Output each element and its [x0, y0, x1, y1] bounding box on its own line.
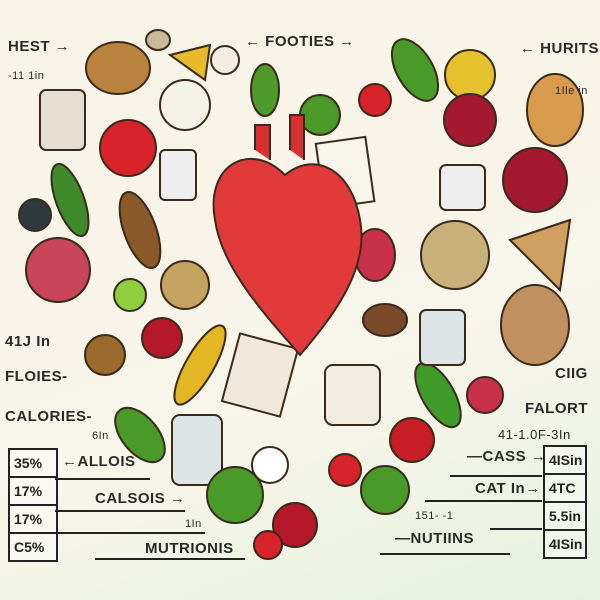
right-value-table: 4ISin 4TC 5.5in 4ISin: [543, 445, 587, 559]
label-allois: ←ALLOIS: [62, 453, 136, 470]
label-falort-sub: 41-1.0F-3In: [498, 427, 571, 442]
mushroom: [210, 45, 240, 75]
red-apple: [389, 417, 435, 463]
label-footies: ← FOOTIES →: [245, 33, 355, 50]
tomato: [253, 530, 283, 560]
label-calsois-sub: 1In: [185, 518, 202, 530]
broccoli-bottom: [206, 466, 264, 524]
pill-bottle: [159, 149, 197, 201]
table-cell: C5%: [14, 539, 45, 555]
label-calories-sub: 6In: [92, 430, 109, 442]
divider: [450, 475, 542, 477]
nuts: [362, 303, 408, 337]
divider: [55, 478, 150, 480]
egg: [251, 446, 289, 484]
table-cell: 4TC: [545, 475, 585, 503]
cup: [324, 364, 381, 426]
leaf: [414, 361, 462, 429]
recipe-book: [220, 332, 300, 418]
cucumber: [50, 162, 90, 238]
divider: [55, 532, 205, 534]
pastry: [508, 218, 572, 293]
label-mutrionis: MUTRIONIS: [145, 540, 234, 557]
croissant: [526, 73, 584, 147]
table-cell: 4ISin: [549, 536, 583, 552]
label-hurits-sub: 1Ile in: [555, 85, 588, 97]
divider: [95, 558, 245, 560]
label-ciig: CIIG: [555, 365, 588, 382]
label-151: 151- -1: [415, 510, 454, 522]
rice-bowl: [159, 79, 211, 131]
radish: [358, 83, 392, 117]
label-cat: CAT In→: [475, 480, 541, 497]
pomegranate-bowl: [272, 502, 318, 548]
label-cass: —CASS →: [467, 448, 547, 465]
divider: [425, 500, 542, 502]
raspberry: [466, 376, 504, 414]
table-cell: 35%: [10, 450, 56, 478]
label-hurits: ← HURITS: [520, 40, 599, 57]
broccoli: [250, 63, 280, 117]
berry-bowl: [25, 237, 91, 303]
label-number: 41J In: [5, 333, 51, 350]
bread-loaf: [85, 41, 151, 95]
divider: [55, 510, 185, 512]
divider: [380, 553, 510, 555]
salad-bowl: [420, 220, 490, 290]
anatomical-heart: [212, 157, 363, 357]
spice-spoon: [84, 334, 126, 376]
beet-bowl: [443, 93, 497, 147]
glass-right: [419, 309, 466, 366]
walnut: [145, 29, 171, 51]
label-nutiins: —NUTIINS: [395, 530, 474, 547]
apple: [99, 119, 157, 177]
label-falort: FALORT: [525, 400, 588, 417]
corn: [173, 324, 227, 406]
left-percent-table: 35% 17% 17% C5%: [8, 448, 58, 562]
coconut: [500, 284, 570, 366]
label-calsois: CALSOIS →: [95, 490, 186, 507]
table-cell: 4ISin: [545, 447, 585, 475]
cranberry-bowl: [141, 317, 183, 359]
green-pepper: [390, 38, 440, 102]
label-hest: HEST →: [8, 38, 71, 55]
mug: [439, 164, 486, 211]
beet-bowl-2: [502, 147, 568, 213]
wooden-spoon: [118, 191, 162, 269]
green-cucumber: [114, 406, 166, 464]
lemon: [444, 49, 496, 101]
grain-bowl: [160, 260, 210, 310]
seed-bowl: [18, 198, 52, 232]
glass-jar: [171, 414, 223, 486]
broccoli-top: [299, 94, 341, 136]
broccoli-right: [360, 465, 410, 515]
table-cell: 17%: [10, 478, 56, 506]
glass-cup: [39, 89, 86, 151]
table-cell: 17%: [10, 506, 56, 534]
label-calories: CALORIES-: [5, 408, 92, 425]
table-cell: 5.5in: [545, 503, 585, 531]
label-hest-sub: -11 1in: [8, 70, 45, 82]
cheese-wedge: [167, 43, 212, 82]
label-floies: FLOIES-: [5, 368, 68, 385]
strawberry: [328, 453, 362, 487]
divider: [490, 528, 542, 530]
lime: [113, 278, 147, 312]
